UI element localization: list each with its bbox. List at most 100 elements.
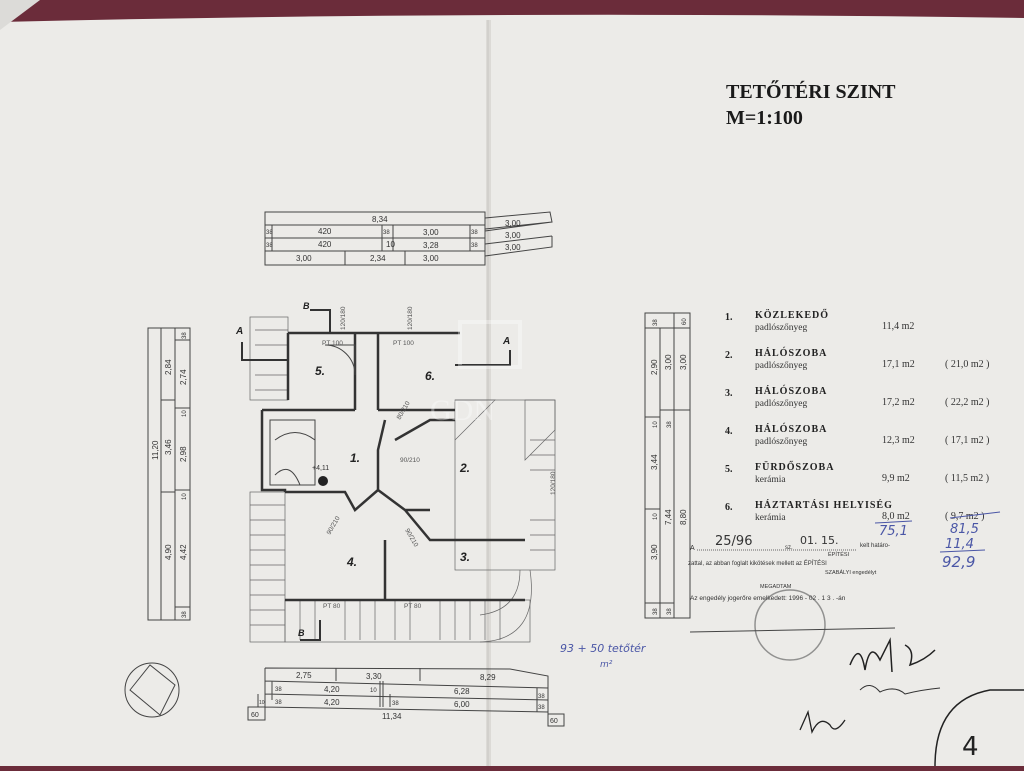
legend-room-number: 3. bbox=[725, 388, 733, 399]
legend-gross-area: ( 21,0 m2 ) bbox=[945, 359, 989, 370]
dimensions-right-col1-6: 38 bbox=[653, 608, 659, 615]
legend-room-name: HÁZTARTÁSI HELYISÉG bbox=[755, 499, 893, 511]
legend-floor-type: padlószőnyeg bbox=[755, 399, 807, 409]
north-arrow-icon bbox=[124, 662, 180, 718]
room-label-5: 5. bbox=[315, 364, 325, 378]
sheet-scale: M=1:100 bbox=[726, 107, 803, 129]
dimensions-bottom-overall: 11,34 bbox=[382, 712, 402, 721]
plan-door_labels-0: PT 100 bbox=[322, 340, 343, 347]
left-dimension-chain: 11,20 2,84 3,46 4,90 38 2,74 10 2,98 10 … bbox=[147, 327, 191, 621]
plan-section_marks-2: B bbox=[303, 301, 310, 311]
plan-door_labels-1: PT 100 bbox=[393, 340, 414, 347]
page-number-frame bbox=[934, 689, 1024, 767]
dimensions-right-col1-4: 10 bbox=[653, 513, 659, 520]
legend-net-area: 17,1 m2 bbox=[882, 359, 915, 370]
dimensions-bottom-ends-0: 60 bbox=[251, 712, 259, 719]
dimensions-bottom-row3-1: 38 bbox=[275, 700, 282, 706]
signature-bottom bbox=[799, 709, 846, 735]
dimensions-top-row1-3: 3,00 bbox=[423, 228, 439, 237]
handwritten-sum-left: 75,1 bbox=[879, 524, 908, 539]
handwritten-note: 93 + 50 tetőtér bbox=[560, 642, 647, 655]
legend-net-area: 9,9 m2 bbox=[882, 473, 910, 484]
right-dimension-chain: 38 2,90 10 3,44 10 3,90 38 3,00 38 7,44 … bbox=[644, 312, 691, 619]
dimensions-right-col3-1: 3,00 bbox=[679, 354, 688, 370]
approval-stamp: A 25/96 sz. 01. 15. kelt határo- ÉPÍTÉSI… bbox=[688, 534, 896, 661]
top-dimension-chain: 8,34 38 420 38 3,00 38 38 420 10 3,28 38… bbox=[264, 211, 553, 266]
legend-room-name: KÖZLEKEDŐ bbox=[755, 308, 829, 321]
dimensions-left-col2-5: 4,42 bbox=[179, 544, 188, 560]
dimensions-top-row2-1: 420 bbox=[318, 240, 332, 249]
legend-floor-type: kerámia bbox=[755, 475, 786, 485]
dimensions-left-col2-4: 10 bbox=[182, 493, 188, 500]
signature-small bbox=[859, 685, 941, 695]
dimensions-left-col2-6: 38 bbox=[182, 611, 188, 618]
dimensions-top-ext-0: 3,00 bbox=[505, 219, 521, 228]
dimensions-left-col1-0: 2,84 bbox=[164, 359, 173, 375]
plan-section_marks-1: A bbox=[502, 336, 510, 347]
dimensions-top-row1-4: 38 bbox=[471, 230, 478, 236]
dimensions-top-row1-0: 38 bbox=[266, 230, 273, 236]
legend-room-name: HÁLÓSZOBA bbox=[755, 423, 827, 435]
legend-floor-type: padlószőnyeg bbox=[755, 437, 807, 447]
paper bbox=[0, 14, 1024, 767]
dimensions-right-col2-2: 7,44 bbox=[664, 509, 673, 525]
plan-section_marks-0: A bbox=[235, 326, 243, 337]
dimensions-bottom-row3-2: 4,20 bbox=[324, 698, 340, 707]
legend-floor-type: padlószőnyeg bbox=[755, 323, 807, 333]
dimensions-top-row1-2: 38 bbox=[383, 230, 390, 236]
plan-openings-0: 90/210 bbox=[400, 457, 420, 464]
dimensions-bottom-row3-4: 6,00 bbox=[454, 700, 470, 709]
dimensions-right-col1-2: 10 bbox=[653, 421, 659, 428]
legend-room-number: 2. bbox=[725, 350, 733, 361]
dimensions-right-col1-1: 2,90 bbox=[650, 359, 659, 375]
dimensions-top-overall: 8,34 bbox=[372, 215, 388, 224]
plan-door_labels-3: PT 80 bbox=[404, 603, 422, 610]
dimensions-left-col2-1: 2,74 bbox=[179, 369, 188, 385]
dimensions-left-col2-3: 2,98 bbox=[179, 446, 188, 462]
stamp-line1_prefix: A bbox=[690, 545, 695, 552]
dimensions-top-row3-0: 3,00 bbox=[296, 254, 312, 263]
legend-room-number: 4. bbox=[725, 426, 733, 437]
legend-room-number: 6. bbox=[725, 502, 733, 513]
room-legend: 1. KÖZLEKEDŐ padlószőnyeg 11,4 m2 2. HÁLÓSZOB… bbox=[725, 308, 989, 523]
legend-floor-type: padlószőnyeg bbox=[755, 361, 807, 371]
dimensions-left-col1-2: 4,90 bbox=[164, 544, 173, 560]
legend-floor-type: kerámia bbox=[755, 513, 786, 523]
dimensions-top-row1-1: 420 bbox=[318, 227, 332, 236]
handwritten-sum-total: 92,9 bbox=[942, 553, 975, 571]
signature bbox=[849, 637, 936, 673]
dimensions-bottom-row3-5: 38 bbox=[538, 705, 545, 711]
legend-room-number: 1. bbox=[725, 312, 733, 323]
legend-gross-area: ( 11,5 m2 ) bbox=[945, 473, 989, 484]
stamp-line3: zattal, az abban foglalt kikötések melle… bbox=[688, 560, 827, 567]
dimensions-top-row2-4: 38 bbox=[471, 243, 478, 249]
room-label-2: 2. bbox=[459, 461, 470, 475]
dimensions-bottom-row1-0: 2,75 bbox=[296, 671, 312, 680]
dimensions-right-col3-2: 8,80 bbox=[679, 509, 688, 525]
plan-section_marks-3: B bbox=[298, 628, 305, 638]
dimensions-right-col1-0: 38 bbox=[653, 319, 659, 326]
dimensions-top-row2-2: 10 bbox=[386, 240, 395, 249]
legend-net-area: 11,4 m2 bbox=[882, 321, 914, 332]
dimensions-left-col2-2: 10 bbox=[182, 410, 188, 417]
legend-room-name: HÁLÓSZOBA bbox=[755, 385, 827, 397]
handwritten-sum-right-2: 11,4 bbox=[945, 537, 974, 552]
handwritten-permit_date: 01. 15. bbox=[800, 534, 838, 547]
room-label-3: 3. bbox=[460, 550, 470, 564]
dimensions-right-col1-5: 3,90 bbox=[650, 544, 659, 560]
handwritten-permit-number: 25/96 bbox=[715, 534, 752, 549]
dimensions-right-col3-0: 60 bbox=[682, 318, 688, 325]
legend-gross-area: ( 22,2 m2 ) bbox=[945, 397, 989, 408]
legend-room-number: 5. bbox=[725, 464, 733, 475]
page-number: 4 bbox=[962, 732, 979, 762]
dimensions-bottom-row2-4: 38 bbox=[538, 694, 545, 700]
stamp-line5: MEGADTAM bbox=[760, 584, 792, 590]
stamp-line1_suffix: kelt határo- bbox=[860, 543, 890, 549]
dimensions-right-col2-1: 38 bbox=[667, 421, 673, 428]
dimensions-right-col2-3: 38 bbox=[667, 608, 673, 615]
dimensions-bottom-row2-1: 4,20 bbox=[324, 685, 340, 694]
